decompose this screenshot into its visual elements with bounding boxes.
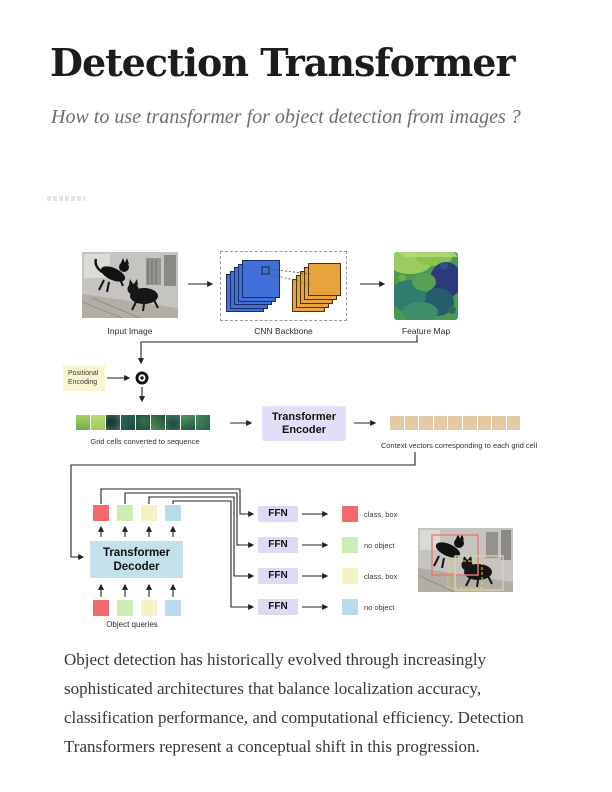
feature-map-label: Feature Map — [401, 326, 451, 336]
context-vector-cell — [390, 416, 404, 430]
grid-cell — [91, 415, 105, 430]
ffn-label: FFN — [268, 539, 288, 550]
ffn-box: FFN — [258, 599, 298, 615]
ffn-label: FFN — [268, 601, 288, 612]
prediction-label: class, box — [364, 510, 398, 519]
context-vectors-caption: Context vectors corresponding to each gr… — [380, 441, 538, 450]
query-square — [117, 600, 133, 616]
positional-encoding-line1: Positional — [68, 370, 99, 377]
grid-cell — [106, 415, 120, 430]
ffn-label: FFN — [268, 570, 288, 581]
cat-silhouette-left — [433, 534, 464, 569]
decoder-label-line1: Transformer — [102, 547, 171, 559]
transformer-decoder-box: Transformer Decoder — [90, 541, 183, 578]
prediction-color-square — [342, 506, 358, 522]
prediction-color-square — [342, 599, 358, 615]
query-square — [93, 505, 109, 521]
feature-map-to-sum-connector — [137, 335, 418, 365]
ffn-box: FFN — [258, 537, 298, 553]
context-vector-cell — [492, 416, 506, 430]
query-square — [93, 600, 109, 616]
grid-cell — [166, 415, 180, 430]
context-vector-cell — [506, 416, 521, 430]
context-vector-cell — [419, 416, 433, 430]
cnn-blue-layer — [242, 260, 280, 298]
encoder-label-line2: Encoder — [281, 424, 326, 436]
input-image-label: Input Image — [107, 326, 153, 336]
context-vector-cell — [433, 416, 448, 430]
cat-silhouette-left — [94, 258, 129, 293]
context-vector-cell — [404, 416, 419, 430]
context-vector-cell — [448, 416, 462, 430]
ffn-label: FFN — [268, 508, 288, 519]
placeholder-bar — [47, 196, 85, 201]
input-image — [82, 252, 178, 318]
grid-cell — [136, 415, 150, 430]
grid-cell — [181, 415, 195, 430]
object-queries-caption: Object queries — [106, 620, 158, 629]
query-square — [141, 505, 157, 521]
cat-silhouette-right — [127, 279, 159, 312]
prediction-color-square — [342, 568, 358, 584]
positional-encoding-line2: Encoding — [68, 379, 98, 386]
context-vector-cell — [477, 416, 492, 430]
transformer-encoder-box: Transformer Encoder — [262, 406, 346, 441]
ffn-box: FFN — [258, 568, 298, 584]
query-square — [141, 600, 157, 616]
page-subtitle: How to use transformer for object detect… — [51, 106, 521, 128]
grid-cells-caption: Grid cells converted to sequence — [90, 437, 200, 446]
prediction-color-square — [342, 537, 358, 553]
cnn-backbone-box — [220, 251, 347, 321]
context-vector-cell — [462, 416, 477, 430]
ffn-box: FFN — [258, 506, 298, 522]
query-to-ffn-connector — [172, 500, 255, 611]
encoder-label-line1: Transformer — [271, 411, 337, 423]
body-paragraph: Object detection has historically evolve… — [64, 650, 524, 756]
output-detection-image — [418, 528, 513, 592]
detection-box-tan — [454, 555, 504, 591]
detection-box-yellow — [447, 560, 483, 589]
positional-encoding-box: Positional Encoding — [63, 365, 105, 391]
cnn-backbone-label: CNN Backbone — [254, 326, 313, 336]
grid-cells-row — [76, 415, 210, 430]
grid-cell — [151, 415, 165, 430]
cnn-orange-layer — [308, 263, 341, 296]
prediction-label: no object — [364, 603, 395, 612]
context-vectors-row — [390, 416, 521, 430]
feature-map-image — [394, 252, 458, 320]
prediction-label: class, box — [364, 572, 398, 581]
decoder-label-line2: Decoder — [113, 561, 160, 573]
grid-cell — [76, 415, 90, 430]
grid-cell — [196, 415, 210, 430]
query-square — [165, 505, 181, 521]
query-square — [117, 505, 133, 521]
sum-node-icon — [135, 371, 149, 385]
page-title: Detection Transformer — [50, 40, 515, 85]
grid-cell — [121, 415, 135, 430]
query-square — [165, 600, 181, 616]
